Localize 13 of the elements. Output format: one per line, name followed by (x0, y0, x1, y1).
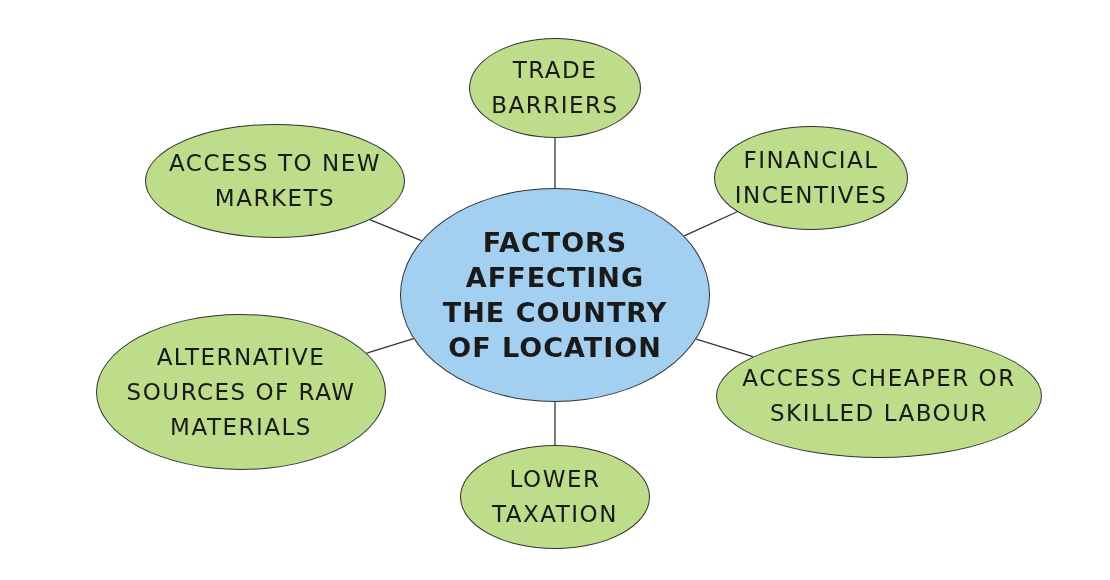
connector-line (369, 219, 423, 242)
connector-line (554, 137, 556, 189)
factor-text: ALTERNATIVE SOURCES OF RAW MATERIALS (125, 342, 357, 442)
factor-text: ACCESS TO NEW MARKETS (168, 149, 382, 213)
connector-line (366, 338, 415, 354)
connector-line (683, 211, 738, 237)
factor-text: FINANCIAL INCENTIVES (733, 146, 889, 210)
topic-text: FACTORS AFFECTING THE COUNTRY OF LOCATION (441, 226, 669, 365)
factor-text: TRADE BARRIERS (490, 56, 620, 120)
connector-line (695, 338, 754, 358)
factor-text: LOWER TAXATION (491, 465, 619, 529)
factor-text: ACCESS CHEAPER OR SKILLED LABOUR (741, 364, 1017, 428)
connector-line (554, 401, 556, 446)
